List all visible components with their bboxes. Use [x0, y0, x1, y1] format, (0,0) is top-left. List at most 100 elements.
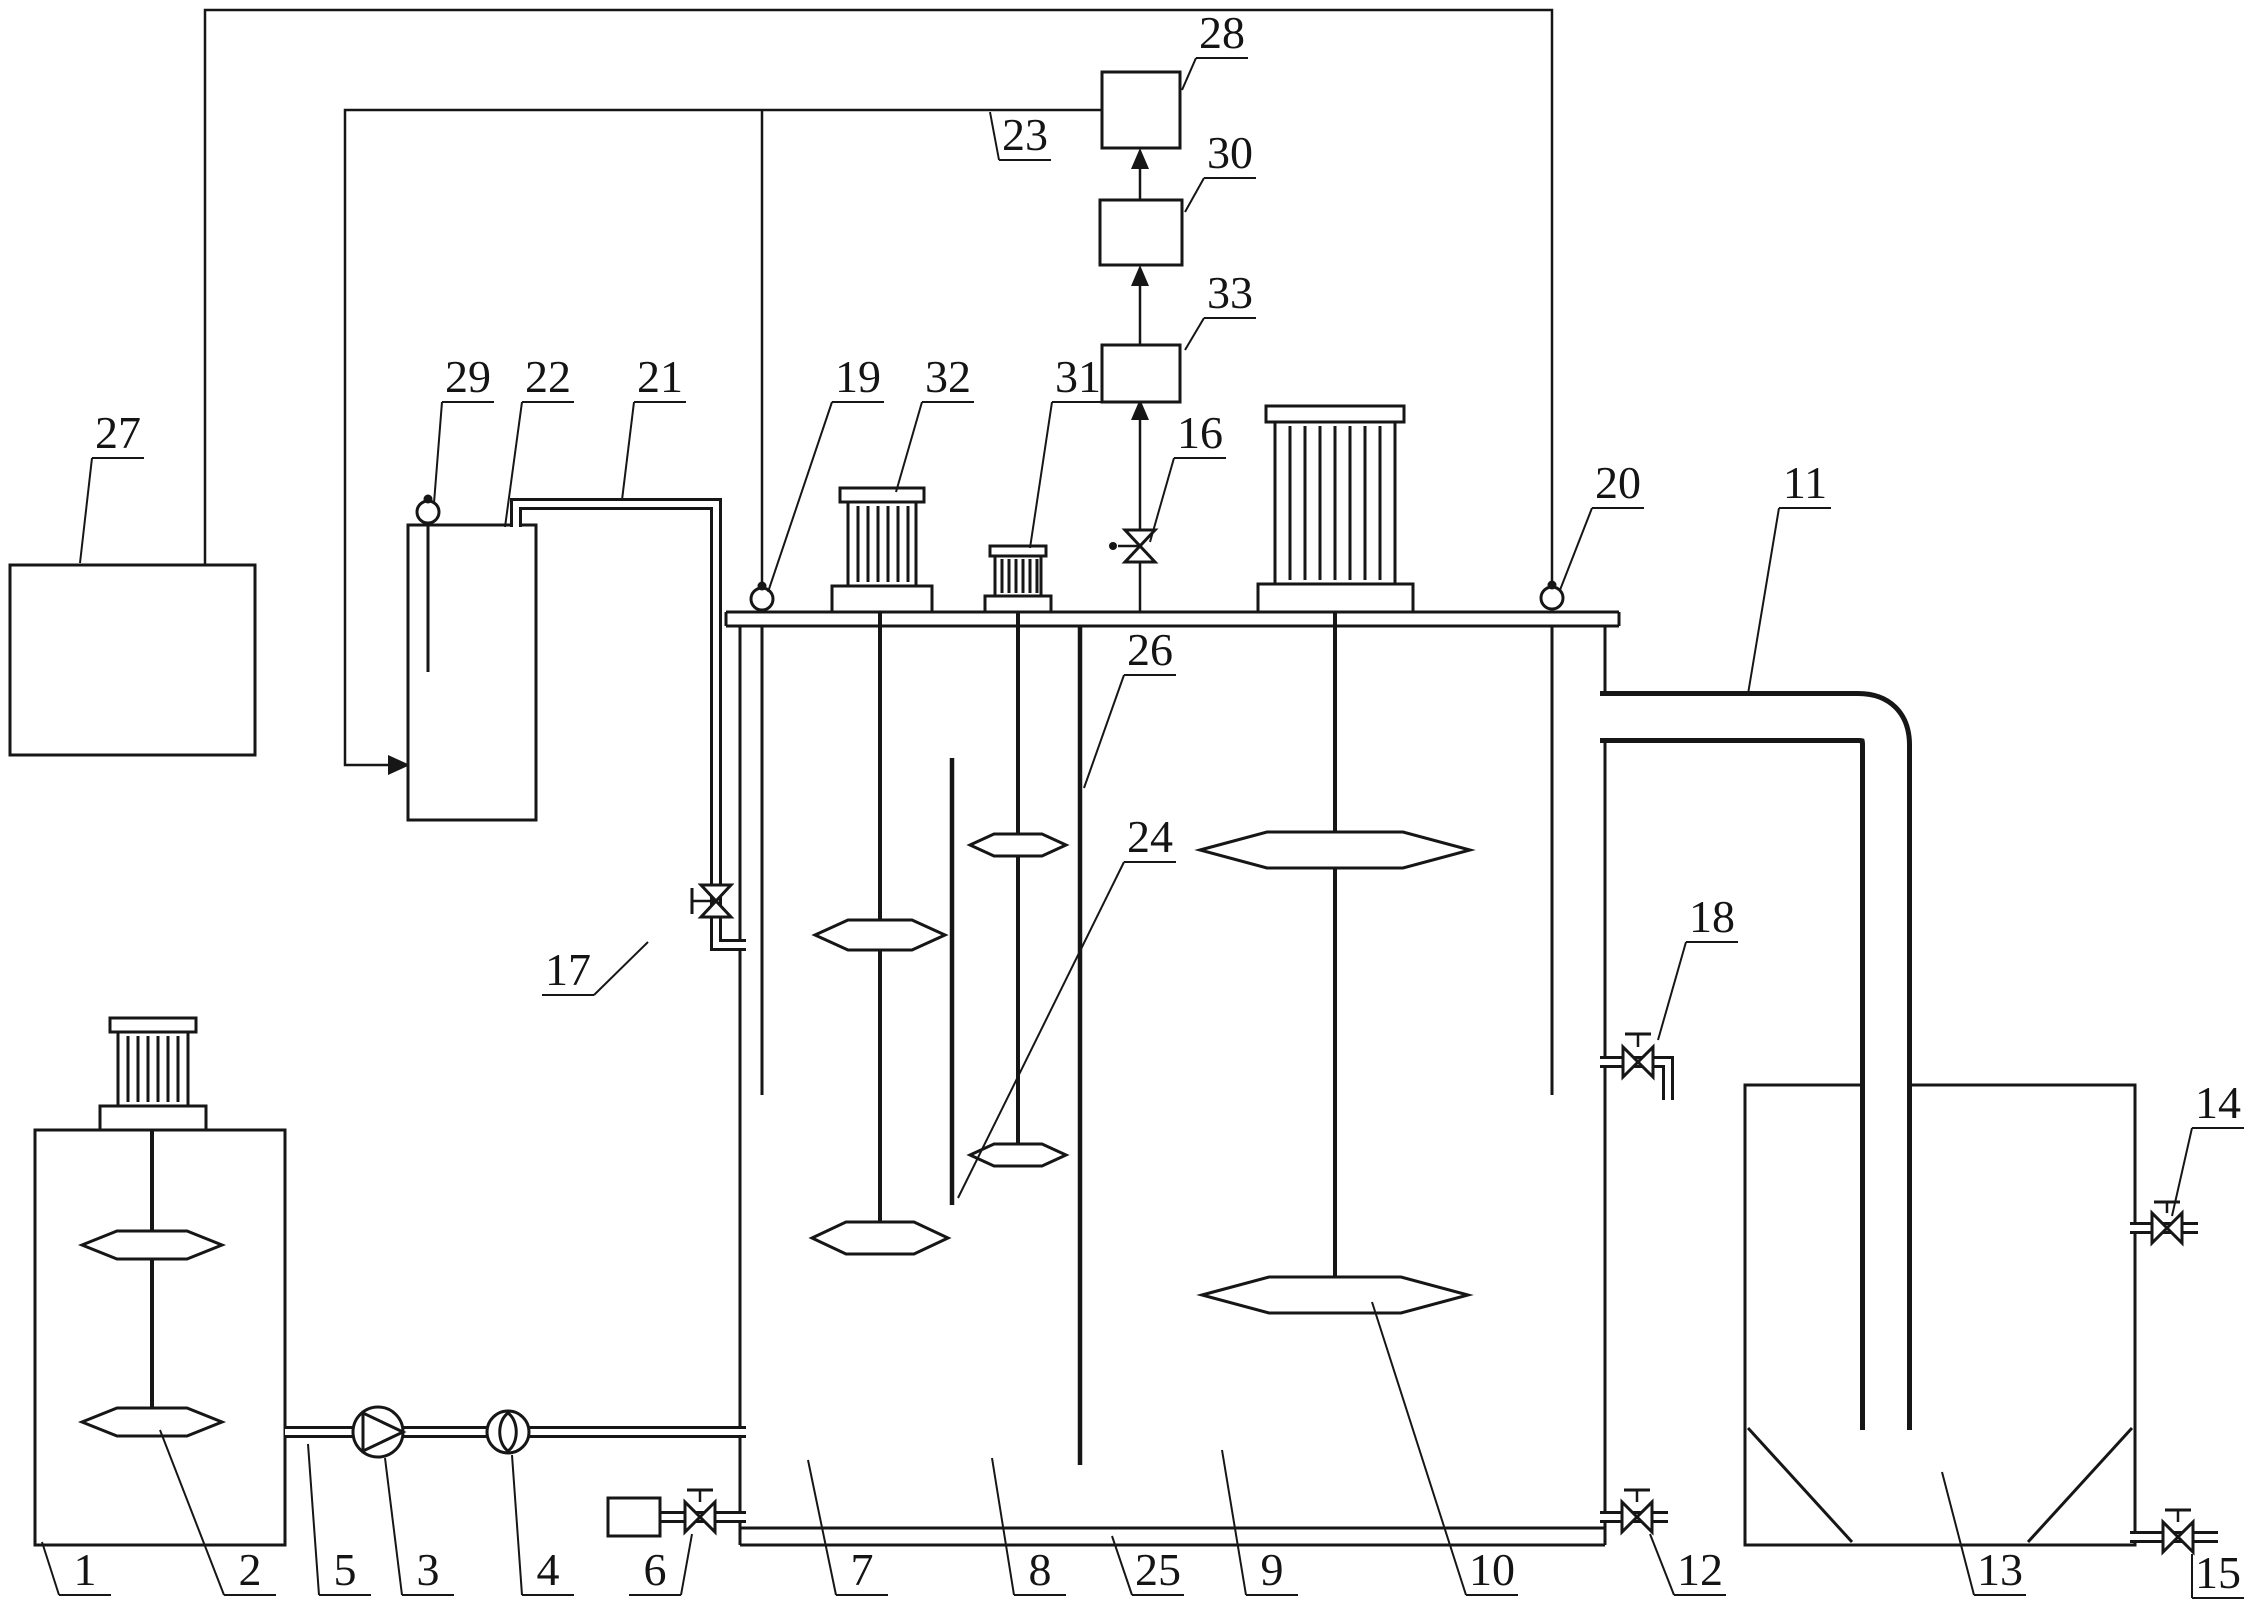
- ref-number-1: 1: [74, 1544, 97, 1595]
- analyser-box-33: [1100, 343, 1182, 404]
- feed-impeller-lower: [77, 1406, 227, 1438]
- stirrer10-impeller-lower: [1196, 1275, 1474, 1315]
- ref-number-22: 22: [525, 351, 571, 402]
- ref-label-29: 29: [433, 351, 494, 504]
- analyser-box-28: [1100, 70, 1182, 150]
- leader-line-16: [1149, 457, 1175, 543]
- ref-label-14: 14: [2171, 1077, 2244, 1217]
- valve-12-icon2: [1634, 1498, 1654, 1536]
- stirrer-32: [808, 486, 952, 1256]
- stirrer32-impeller-upper: [811, 918, 949, 952]
- ref-label-13: 13: [1941, 1471, 2026, 1596]
- feed-impeller-upper: [77, 1229, 227, 1261]
- valve16-knob: [1109, 542, 1117, 550]
- motor32-fins: [856, 506, 910, 582]
- leader-line-11: [1747, 507, 1780, 695]
- ref-number-2: 2: [239, 1544, 262, 1595]
- hopper-right: [2026, 1426, 2134, 1544]
- overflow-pipe-11: [1600, 691, 1912, 1430]
- sensor-20-icon: [1539, 585, 1565, 611]
- pipe21-outer: [510, 498, 746, 951]
- ref-number-3: 3: [417, 1544, 440, 1595]
- leader-line-33: [1184, 317, 1205, 351]
- leader-line-18: [1657, 941, 1687, 1041]
- ref-number-19: 19: [835, 351, 881, 402]
- stirrer10-impeller-upper: [1194, 830, 1476, 870]
- sensor-19-knob: [757, 581, 767, 591]
- ref-number-33: 33: [1207, 267, 1253, 318]
- ref-label-30: 30: [1184, 127, 1256, 213]
- ref-number-23: 23: [1002, 109, 1048, 160]
- controller-signal-line: [203, 8, 1554, 587]
- check-valve-4-flap: [498, 1411, 518, 1453]
- feed-motor-base: [98, 1104, 208, 1132]
- ref-number-27: 27: [95, 407, 141, 458]
- arrow-into-box22: [388, 755, 410, 775]
- valve-14-icon2: [2164, 1209, 2184, 1247]
- ref-label-32: 32: [895, 351, 974, 493]
- leader-line-26: [1083, 674, 1125, 789]
- leader-line-14: [2171, 1127, 2193, 1217]
- stirrer31-impeller-upper: [966, 832, 1070, 858]
- arrow-into-box33: [1131, 399, 1149, 420]
- ref-label-6: 6: [629, 1533, 693, 1596]
- sampling-valve-18: [1600, 1032, 1674, 1100]
- dosing-box-22: [406, 494, 538, 822]
- stirrer-10: [1194, 404, 1476, 1315]
- leader-line-20: [1559, 507, 1593, 591]
- ref-label-11: 11: [1747, 457, 1831, 695]
- ref-number-7: 7: [851, 1544, 874, 1595]
- ref-number-21: 21: [637, 351, 683, 402]
- leader-line-30: [1184, 177, 1205, 213]
- sensor-19-icon: [749, 586, 775, 612]
- analyser-box-30: [1098, 198, 1184, 267]
- feed-tank-1: [33, 1016, 287, 1547]
- leader-line-24: [957, 861, 1125, 1199]
- ref-label-27: 27: [79, 407, 144, 564]
- motor10-base: [1256, 582, 1415, 614]
- ref-number-24: 24: [1127, 811, 1173, 862]
- arrow-into-box30: [1131, 265, 1149, 286]
- leader-line-3: [384, 1457, 403, 1596]
- ref-number-9: 9: [1261, 1544, 1284, 1595]
- gas-analysis-train: [1098, 70, 1184, 612]
- leader-line-5: [307, 1443, 320, 1596]
- settling-tank-13: [1743, 1083, 2137, 1547]
- ref-number-11: 11: [1783, 457, 1827, 508]
- leader-line-27: [79, 457, 93, 564]
- ref-label-25: 25: [1111, 1535, 1184, 1596]
- leader-line-1: [41, 1541, 60, 1596]
- valve-15-icon2: [2175, 1518, 2195, 1556]
- ref-label-28: 28: [1181, 7, 1248, 91]
- ref-label-8: 8: [991, 1457, 1066, 1596]
- ref-label-15: 15: [2191, 1547, 2244, 1599]
- leader-line-13: [1941, 1471, 1975, 1596]
- ref-label-22: 22: [504, 351, 574, 528]
- feed-motor-cap: [108, 1016, 198, 1034]
- arrow-into-box28: [1131, 148, 1149, 169]
- drain6-outlet-box: [606, 1496, 662, 1538]
- display-signal-line-23: [343, 108, 1102, 767]
- hopper-left: [1746, 1426, 1854, 1544]
- stirrer31-impeller-lower: [966, 1142, 1070, 1168]
- leader-line-31: [1029, 401, 1053, 549]
- ref-label-23: 23: [989, 109, 1051, 161]
- leader-line-7: [807, 1459, 837, 1596]
- motor31-base: [983, 594, 1053, 614]
- controller-outline: [8, 563, 257, 757]
- drain-valve-12: [1600, 1488, 1668, 1536]
- ref-label-18: 18: [1657, 891, 1738, 1041]
- feed-tank-outline: [33, 1128, 287, 1547]
- ref-number-26: 26: [1127, 624, 1173, 675]
- leader-line-6: [680, 1533, 693, 1596]
- leader-line-12: [1649, 1533, 1675, 1596]
- transfer-line-5: [285, 1405, 746, 1459]
- ref-label-21: 21: [621, 351, 686, 501]
- valve-15-icon: [2161, 1518, 2181, 1556]
- leader-line-23: [989, 111, 1000, 161]
- motor32-cap: [838, 486, 926, 504]
- leader-line-25: [1111, 1535, 1133, 1596]
- ref-label-17: 17: [542, 941, 649, 996]
- valve-6-icon: [683, 1498, 703, 1536]
